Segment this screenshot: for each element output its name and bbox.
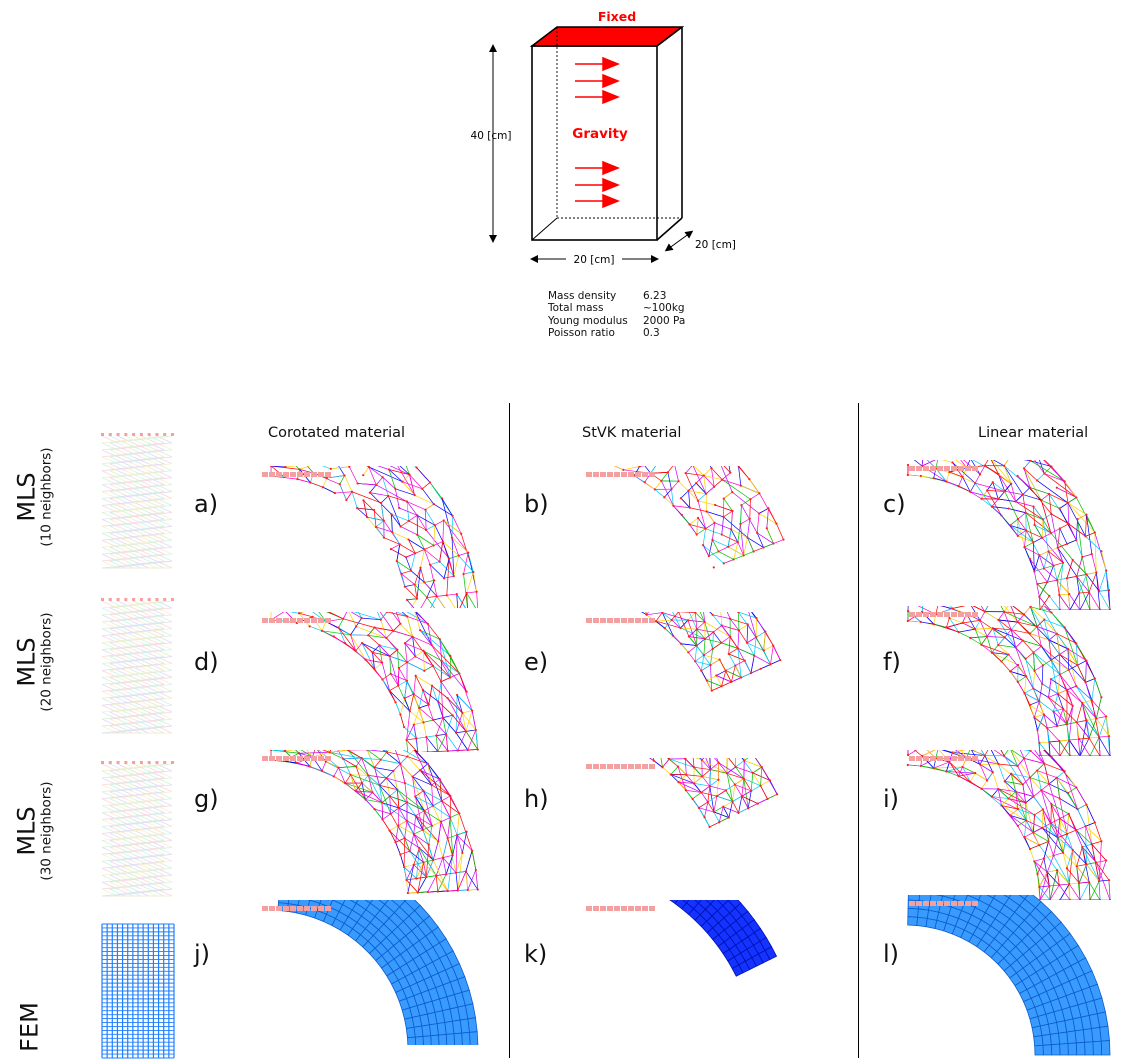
mesh-edges [906, 606, 1112, 756]
fixed-nodes [262, 906, 331, 911]
deformed-mesh-l [907, 895, 1111, 1056]
mls-node-cloud [101, 763, 173, 897]
mesh-edges [907, 895, 1111, 1056]
reference-mesh-mls-20 [101, 598, 174, 734]
height-label: 40 [cm] [471, 130, 512, 142]
deformed-mesh-f [906, 606, 1112, 756]
fixed-nodes [909, 901, 978, 906]
fixed-nodes [101, 598, 174, 601]
fixed-nodes [586, 618, 655, 623]
mesh-edges [269, 612, 479, 752]
mesh-edges [648, 758, 779, 828]
row-label-mls-30: MLS (30 neighbors) [12, 781, 55, 881]
panel-letter-e: e) [524, 648, 549, 676]
deformed-mesh-k [586, 900, 778, 977]
fem-grid [101, 923, 175, 1059]
depth-dimension-arrow [664, 230, 694, 252]
fixed-nodes [101, 761, 174, 764]
gravity-arrows [575, 56, 621, 209]
fixed-nodes [909, 612, 978, 617]
property-row: Mass density 6.23 [548, 290, 685, 302]
panel-letter-k: k) [524, 940, 548, 968]
reference-mesh-mls-10 [101, 433, 174, 569]
mesh-edges [906, 460, 1112, 610]
mesh-edges [641, 612, 782, 692]
panel-letter-i: i) [883, 785, 900, 813]
property-row: Poisson ratio 0.3 [548, 327, 685, 339]
row-label-sub: (20 neighbors) [38, 612, 55, 712]
deformed-mesh-g [262, 750, 479, 895]
panel-letter-f: f) [883, 648, 901, 676]
property-value: 6.23 [643, 290, 667, 302]
fixed-nodes [262, 472, 331, 477]
mesh-edges [269, 466, 479, 608]
row-label-main: FEM [15, 1002, 44, 1052]
fixed-label: Fixed [598, 9, 636, 24]
beam-setup-diagram: Fixed Gravity 40 [cm] 20 [cm] 20 [cm] [471, 9, 736, 266]
mls-node-cloud [101, 600, 173, 734]
row-label-main: MLS [12, 806, 41, 856]
property-row: Total mass ~100kg [548, 302, 685, 314]
property-value: 0.3 [643, 326, 660, 339]
panel-letter-j: j) [194, 940, 211, 968]
panel-letter-l: l) [883, 940, 900, 968]
column-title-linear: Linear material [978, 425, 1089, 441]
cuboid [529, 26, 685, 241]
mesh-edges [669, 900, 778, 977]
row-label-main: MLS [12, 637, 41, 687]
panel-letter-c: c) [883, 490, 906, 518]
row-label-sub: (10 neighbors) [38, 447, 55, 547]
row-label-main: MLS [12, 472, 41, 522]
column-divider [509, 403, 510, 1058]
deformed-mesh-a [262, 466, 479, 608]
panel-letter-b: b) [524, 490, 549, 518]
fixed-nodes [586, 764, 655, 769]
deformed-mesh-j [262, 900, 479, 1045]
column-title-corotated: Corotated material [268, 425, 406, 441]
deformed-mesh-e [586, 612, 782, 692]
panel-letter-d: d) [194, 648, 219, 676]
mesh-edges [269, 750, 479, 895]
reference-mesh-mls-30 [101, 761, 174, 897]
width-label: 20 [cm] [574, 254, 615, 266]
reference-mesh-fem [101, 923, 175, 1059]
deformed-mesh-c [906, 460, 1112, 610]
property-value: 2000 Pa [643, 314, 686, 327]
row-label-fem: FEM [15, 1002, 44, 1052]
fixed-nodes [586, 472, 655, 477]
fixed-nodes [262, 756, 331, 761]
deformed-mesh-h [586, 758, 779, 828]
property-name: Young modulus [548, 314, 628, 327]
fixed-nodes [586, 906, 655, 911]
property-value: ~100kg [643, 302, 685, 315]
column-divider [858, 403, 859, 1058]
depth-label: 20 [cm] [695, 239, 736, 251]
deformed-mesh-b [586, 466, 785, 569]
deformed-mesh-i [906, 750, 1112, 900]
property-name: Total mass [548, 302, 604, 315]
panel-letter-a: a) [194, 490, 219, 518]
row-label-mls-20: MLS (20 neighbors) [12, 612, 55, 712]
gravity-label: Gravity [572, 126, 628, 142]
fixed-nodes [909, 756, 978, 761]
mesh-edges [613, 466, 785, 569]
mls-node-cloud [101, 435, 173, 569]
fixed-nodes [909, 466, 978, 471]
material-properties: Mass density 6.23 Total mass ~100kg Young … [548, 290, 685, 339]
property-name: Poisson ratio [548, 326, 615, 339]
column-title-stvk: StVK material [582, 425, 682, 441]
property-name: Mass density [548, 290, 617, 302]
mesh-edges [906, 750, 1112, 900]
row-label-mls-10: MLS (10 neighbors) [12, 447, 55, 547]
fixed-nodes [262, 618, 331, 623]
fixed-nodes [101, 433, 174, 436]
panel-letter-h: h) [524, 785, 549, 813]
mesh-edges [277, 900, 479, 1045]
panel-letter-g: g) [194, 785, 219, 813]
property-row: Young modulus 2000 Pa [548, 315, 685, 327]
row-label-sub: (30 neighbors) [38, 781, 55, 881]
deformed-mesh-d [262, 612, 479, 752]
